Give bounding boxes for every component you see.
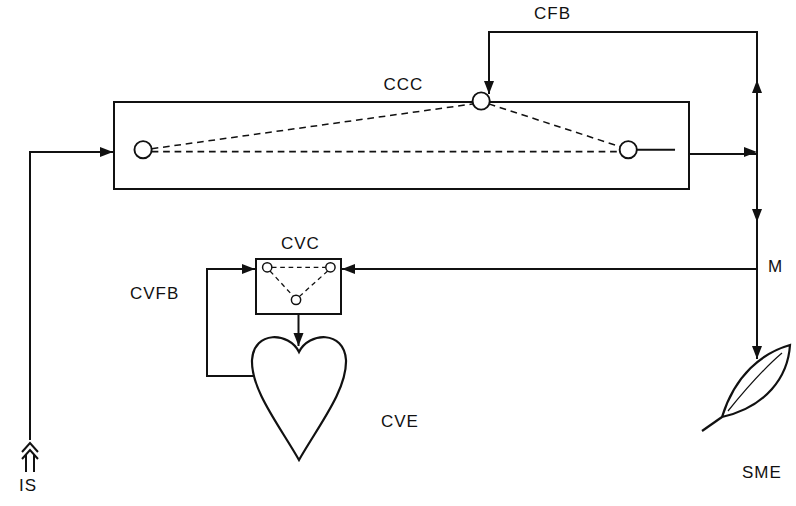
unit-circle <box>263 263 272 272</box>
heart-shape: CVE <box>249 330 349 462</box>
arrow-head <box>744 147 757 157</box>
node-label: CVC <box>279 234 322 254</box>
feedback-label: CFB <box>532 4 573 24</box>
arrow-head <box>752 346 762 359</box>
arrow-head <box>484 81 494 94</box>
arrow-head <box>294 333 304 346</box>
dashed-link <box>272 267 326 268</box>
arrow-head <box>242 264 255 274</box>
node-label: CCC <box>382 75 426 95</box>
heart-outline <box>252 337 346 460</box>
connector-line <box>207 269 255 376</box>
input-wire <box>30 152 113 440</box>
controller-box: CCC <box>113 101 690 190</box>
connector-line <box>489 32 757 154</box>
connector-line <box>342 154 757 269</box>
dashed-link <box>300 271 328 296</box>
connector <box>690 154 762 359</box>
input-symbol <box>33 455 35 472</box>
connector-line <box>690 154 757 359</box>
connector <box>207 264 255 376</box>
connector <box>342 154 757 274</box>
unit-circle <box>620 141 637 158</box>
shape-art <box>255 258 338 311</box>
node-label: CVE <box>379 412 421 432</box>
arrow-head <box>100 147 113 157</box>
connector <box>294 315 304 346</box>
signal-name: M <box>766 257 785 277</box>
cardio-controller-box: CVC <box>255 258 342 315</box>
leaf-vein <box>728 353 782 411</box>
unit-circle <box>134 141 151 158</box>
input-name: IS <box>17 476 39 496</box>
shape-art <box>113 101 686 186</box>
dashed-links <box>270 267 328 296</box>
input-symbol <box>22 450 38 459</box>
unit-circle <box>473 92 490 109</box>
feedback-label: CVFB <box>128 284 181 304</box>
muscle-leaf-shape: SME <box>700 345 792 425</box>
shape-art <box>700 345 792 425</box>
node-label: SME <box>740 463 784 483</box>
dashed-link <box>489 104 621 147</box>
unit-circle <box>291 295 300 304</box>
shape-art <box>249 330 349 462</box>
unit-circle <box>326 263 335 272</box>
leaf-stem <box>702 417 722 431</box>
connector <box>484 32 757 154</box>
dashed-links <box>152 104 621 152</box>
leaf-outline <box>722 345 790 417</box>
output-wire <box>637 149 675 151</box>
input-symbol <box>25 455 27 472</box>
dashed-link <box>152 104 474 149</box>
dashed-link <box>270 271 293 296</box>
dashed-link <box>152 151 620 153</box>
arrow-head <box>342 264 355 274</box>
